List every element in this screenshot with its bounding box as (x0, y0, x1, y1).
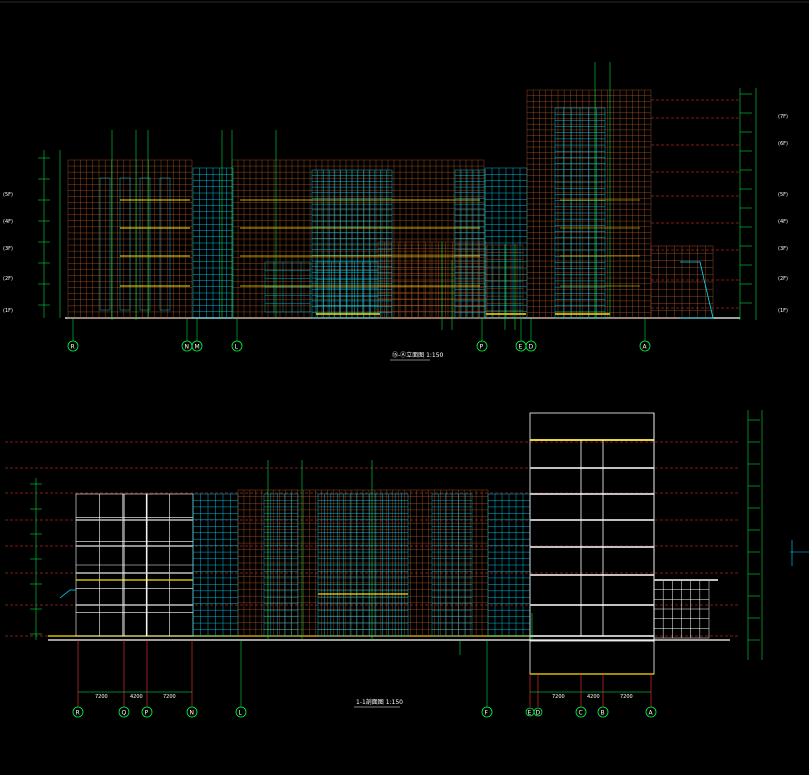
section-dimensions: 7200 4200 7200 7200 4200 7200 (95, 694, 633, 700)
axis-label: B (601, 710, 605, 717)
level-tag: (2F) (3, 276, 13, 282)
axis-label: A (649, 710, 654, 717)
axis-label: F (485, 710, 489, 717)
level-tag: (1F) (778, 308, 788, 314)
axis-label: D (529, 344, 534, 351)
level-tag: (1F) (3, 308, 13, 314)
dimension-text: 7200 (95, 694, 108, 700)
axis-label: E (528, 710, 532, 717)
axis-label: R (71, 344, 75, 351)
dimension-text: 7200 (620, 694, 633, 700)
dimension-text: 7200 (552, 694, 565, 700)
dimension-text: 4200 (130, 694, 143, 700)
level-tag: (6F) (778, 141, 788, 147)
level-tag: (5F) (3, 192, 13, 198)
elevation-right-level-tags: (7F) (6F) (5F) (4F) (3F) (2F) (1F) (778, 114, 788, 314)
axis-label: L (239, 710, 243, 717)
dimension-text: 7200 (163, 694, 176, 700)
axis-label: R (76, 710, 80, 717)
axis-label: N (185, 344, 190, 351)
level-tag: (2F) (778, 276, 788, 282)
drawing-linework (0, 1, 809, 707)
level-tag: (3F) (778, 246, 788, 252)
level-tag: (4F) (3, 219, 13, 225)
section-axis-labels: R Q P N L F E D C B A (72, 706, 657, 718)
axis-label: P (145, 710, 149, 717)
axis-label: P (480, 344, 484, 351)
axis-label: Q (122, 710, 127, 717)
level-tag: (4F) (778, 219, 788, 225)
section-title: 1-1剖面图 1:150 (356, 698, 403, 706)
elevation-level-tags: (5F) (4F) (3F) (2F) (1F) (3, 192, 13, 314)
level-tag: (3F) (3, 246, 13, 252)
axis-label: D (536, 710, 541, 717)
axis-label: E (519, 344, 523, 351)
axis-label: N (190, 710, 195, 717)
axis-label: M (195, 344, 200, 351)
dimension-text: 4200 (587, 694, 600, 700)
elevation-title: ⑮-Ⓐ立面图 1:150 (392, 351, 444, 359)
axis-label: A (643, 344, 648, 351)
axis-label: L (235, 344, 239, 351)
level-tag: (7F) (778, 114, 788, 120)
level-tag: (5F) (778, 192, 788, 198)
elevation-axis-labels: R N M L P E D A (67, 340, 651, 352)
axis-label: C (579, 710, 583, 717)
